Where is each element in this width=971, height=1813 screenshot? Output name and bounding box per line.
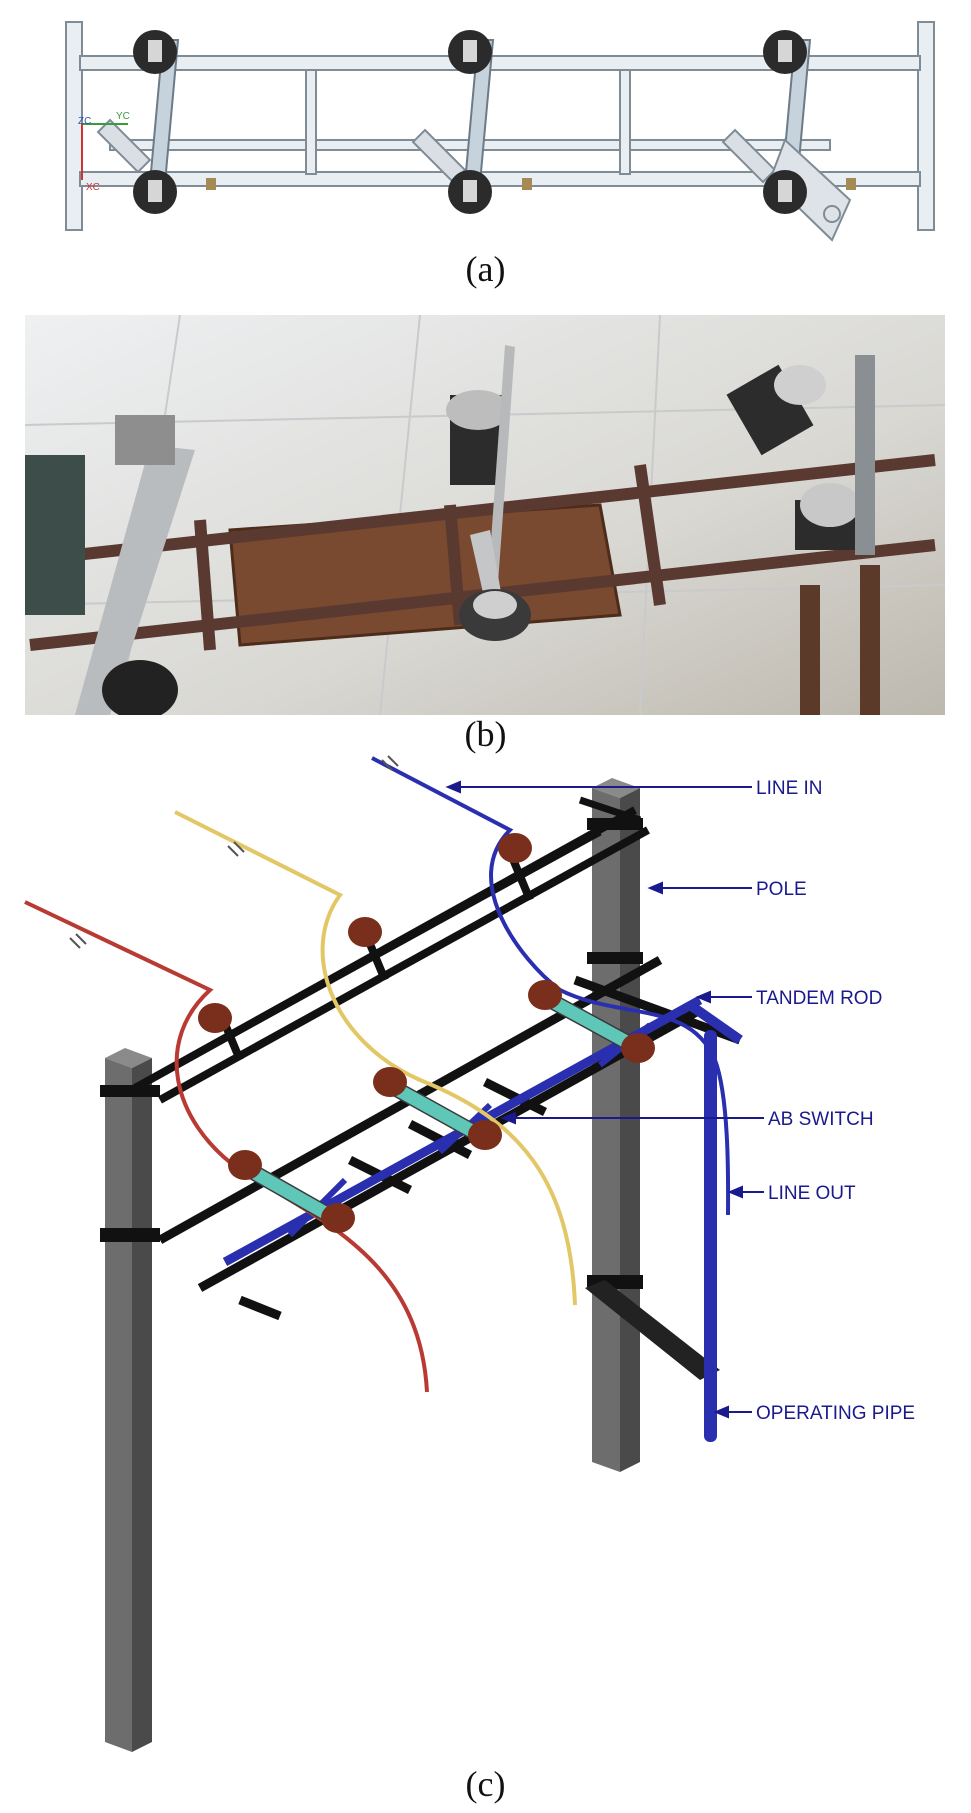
left-pole	[105, 1048, 152, 1752]
switch-assembly-2	[411, 30, 495, 214]
insulator	[198, 1003, 232, 1033]
ab-switch-1	[528, 980, 655, 1063]
insulator	[498, 833, 532, 863]
label-line-out: LINE OUT	[768, 1183, 856, 1204]
axis-label-yc: YC	[116, 111, 130, 122]
ab-switch-3	[228, 1150, 355, 1233]
caption-a: (a)	[465, 249, 506, 289]
conductor-red	[24, 900, 429, 1393]
switch-assembly-1	[96, 30, 180, 214]
installation-diagram: LINE IN POLE TANDEM ROD AB SWITCH LINE O…	[24, 755, 915, 1752]
panel-a: ZC YC XC (a)	[0, 0, 971, 290]
upper-frame	[133, 806, 650, 1104]
caption-b: (b)	[464, 714, 507, 754]
label-operating-pipe: OPERATING PIPE	[756, 1403, 915, 1424]
label-tandem-rod: TANDEM ROD	[756, 988, 882, 1009]
photo-prototype	[24, 314, 946, 720]
cross-member	[305, 69, 317, 175]
switch-assembly-3	[721, 30, 852, 242]
left-switch	[75, 415, 195, 720]
label-pole: POLE	[756, 879, 807, 900]
cross-member	[619, 69, 631, 175]
center-switch	[446, 345, 531, 641]
conductor-blue	[371, 756, 731, 1216]
right-switch	[726, 355, 875, 555]
ab-switch-2	[373, 1067, 502, 1150]
axis-label-zc: ZC	[78, 116, 91, 127]
axis-label-xc: XC	[86, 182, 100, 193]
conductor-yellow	[174, 810, 577, 1306]
insulator	[348, 917, 382, 947]
bottom-rail	[79, 171, 921, 187]
panel-c: LINE IN POLE TANDEM ROD AB SWITCH LINE O…	[0, 755, 971, 1813]
right-pole	[592, 778, 640, 1472]
caption-c: (c)	[465, 1764, 506, 1804]
top-rail	[79, 55, 921, 71]
right-end-frame	[917, 21, 935, 231]
axis-triad: ZC YC XC	[78, 111, 130, 193]
label-ab-switch: AB SWITCH	[768, 1109, 874, 1130]
cad-top-view: ZC YC XC	[65, 21, 935, 242]
operating-pipe	[704, 1030, 717, 1442]
label-line-in: LINE IN	[756, 778, 823, 799]
panel-b: (b)	[0, 314, 971, 755]
